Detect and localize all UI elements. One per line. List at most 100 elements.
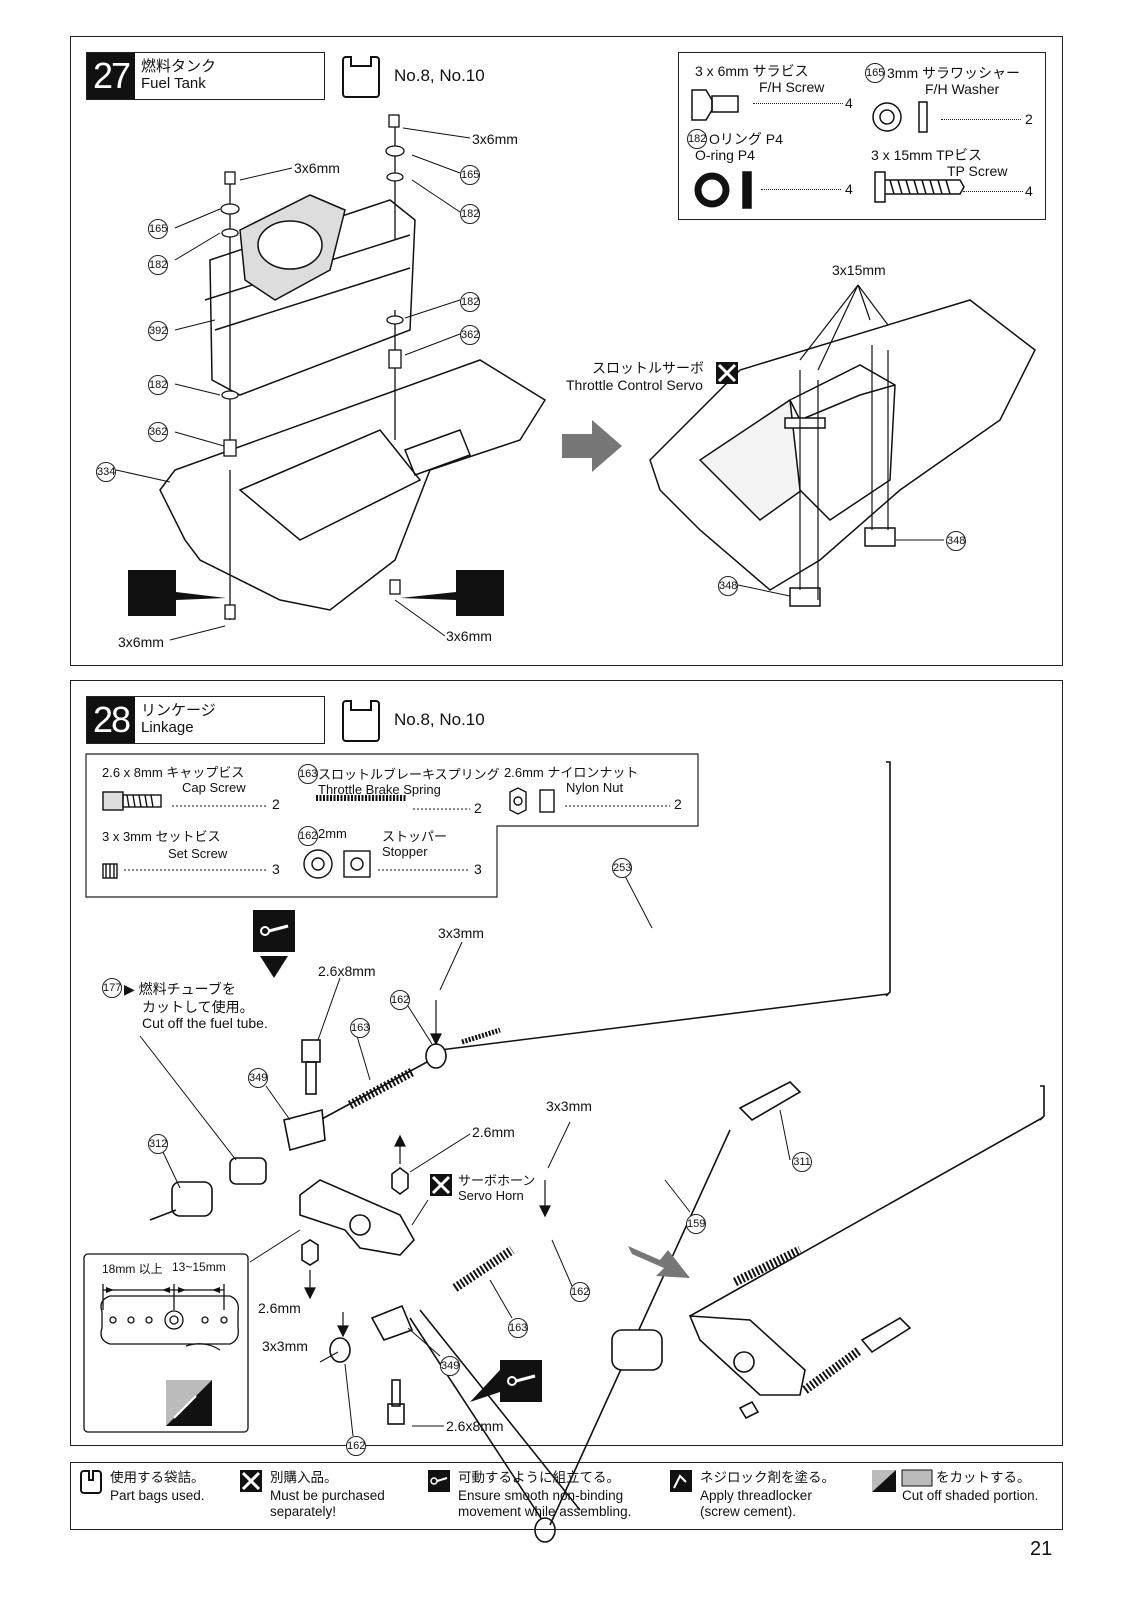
bag-icon [80,1470,102,1494]
legend-washer-jp: 3mm サラワッシャー [887,65,1020,81]
page-number: 21 [1030,1538,1053,1560]
part-159: 159 [686,1214,706,1234]
step-28-panel [70,680,1063,1446]
legend-washer-id: 165 [865,63,885,83]
footer-purchase-en1: Must be purchased [270,1488,385,1503]
legend-nut-qty: 2 [674,796,682,812]
part-348-a: 348 [946,531,966,551]
legend-nut-en: Nylon Nut [566,780,624,795]
legend-tp-screw-qty: 4 [1025,183,1033,199]
legend-washer-en: F/H Washer [925,81,1000,97]
legend-nut-jp: 2.6mm ナイロンナット [504,765,639,780]
legend-spring-en: Throttle Brake Spring [318,782,441,797]
legend-spring-id: 163 [298,764,318,784]
part-362-a: 362 [460,325,480,345]
label-tube-jp2: カットして使用。 [142,999,254,1015]
step-27-panel [70,36,1063,666]
label-3x3-c: 3x3mm [262,1338,308,1354]
legend-tp-screw-en: TP Screw [947,163,1008,179]
footer-purchase-jp: 別購入品。 [270,1470,338,1485]
bag-icon [342,700,380,742]
label-3x3-b: 3x3mm [546,1098,592,1114]
legend-stopper-en: Stopper [382,844,428,859]
legend-fh-screw-jp: 3 x 6mm サラビス [695,63,809,79]
part-177: 177 [102,978,122,998]
label-servo-jp: スロットルサーボ [592,360,704,376]
label-3x3-a: 3x3mm [438,925,484,941]
part-182-a: 182 [148,255,168,275]
legend-stopper-id: 162 [298,826,318,846]
footer-smooth-en2: movement while assembling. [458,1504,632,1519]
part-312: 312 [148,1134,168,1154]
legend-set-screw-jp: 3 x 3mm セットビス [102,829,221,844]
step-27-bags: No.8, No.10 [394,66,485,85]
label-3x6-b: 3x6mm [472,131,518,147]
part-253: 253 [612,858,632,878]
part-162-c: 162 [346,1436,366,1456]
label-3x6-a: 3x6mm [294,160,340,176]
legend-oring-qty: 4 [845,181,853,197]
label-3x6-d: 3x6mm [446,628,492,644]
step-28-bags: No.8, No.10 [394,710,485,729]
legend-cap-screw-qty: 2 [272,796,280,812]
footer-smooth-jp: 可動するように組立てる。 [458,1470,620,1485]
part-334: 334 [96,462,116,482]
part-311: 311 [792,1152,812,1172]
label-tube-jp1: ▶ 燃料チューブを [124,981,236,997]
step-28-number: 28 [87,697,135,743]
step-27-number: 27 [87,53,135,99]
part-165-a: 165 [148,219,168,239]
legend-fh-screw-en: F/H Screw [759,79,825,95]
label-tube-en: Cut off the fuel tube. [142,1015,268,1031]
label-2-6-a: 2.6mm [472,1124,515,1140]
legend-spring-jp: スロットルブレーキスプリング [318,767,500,782]
label-2-6-b: 2.6mm [258,1300,301,1316]
legend-spring-qty: 2 [474,800,482,816]
legend-oring-id: 182 [687,129,707,149]
footer-bags-en: Part bags used. [110,1488,205,1503]
part-163-b: 163 [508,1318,528,1338]
label-horn-dim-2: 13~15mm [172,1260,226,1274]
footer-bags-jp: 使用する袋詰。 [110,1470,205,1485]
step-27-diagram [115,89,1036,641]
legend-set-screw-en: Set Screw [168,846,228,861]
step-27-title-jp: 燃料タンク [141,58,217,75]
symbol-key [70,1462,1063,1530]
step-28-header: 28 リンケージ Linkage [86,696,325,744]
label-horn-jp: サーボホーン [458,1173,536,1188]
legend-cap-screw-en: Cap Screw [182,780,246,795]
label-servo-en: Throttle Control Servo [566,377,703,393]
step-27-parts-legend: 3 x 6mm サラビス F/H Screw 4 165 3mm サラワッシャー… [678,52,1046,220]
footer-smooth-en1: Ensure smooth non-binding [458,1488,624,1503]
label-3x15: 3x15mm [832,262,886,278]
step-28-title-en: Linkage [141,719,194,736]
part-349-a: 349 [248,1068,268,1088]
legend-stopper-jp: ストッパー [382,829,448,844]
footer-cut-en: Cut off shaded portion. [902,1488,1039,1503]
footer-cut-jp: をカットする。 [936,1470,1031,1485]
label-2-6x8-b: 2.6x8mm [446,1418,504,1434]
legend-oring-en: O-ring P4 [695,147,755,163]
step-27-title-en: Fuel Tank [141,75,206,92]
label-2-6x8-a: 2.6x8mm [318,963,376,979]
label-3x6-c: 3x6mm [118,634,164,650]
footer-lock-en2: (screw cement). [700,1504,797,1519]
part-162-a: 162 [390,990,410,1010]
step-28-title-jp: リンケージ [141,702,216,719]
part-392: 392 [148,321,168,341]
legend-set-screw-qty: 3 [272,861,280,877]
part-182-b: 182 [460,204,480,224]
legend-stopper-size: 2mm [318,826,347,841]
part-182-d: 182 [148,375,168,395]
part-182-c: 182 [460,292,480,312]
part-165-b: 165 [460,165,480,185]
part-163-a: 163 [350,1018,370,1038]
legend-stopper-qty: 3 [474,861,482,877]
part-348-b: 348 [718,576,738,596]
legend-cap-screw-jp: 2.6 x 8mm キャップビス [102,765,245,780]
step-27-header: 27 燃料タンク Fuel Tank [86,52,325,100]
part-362-b: 362 [148,422,168,442]
